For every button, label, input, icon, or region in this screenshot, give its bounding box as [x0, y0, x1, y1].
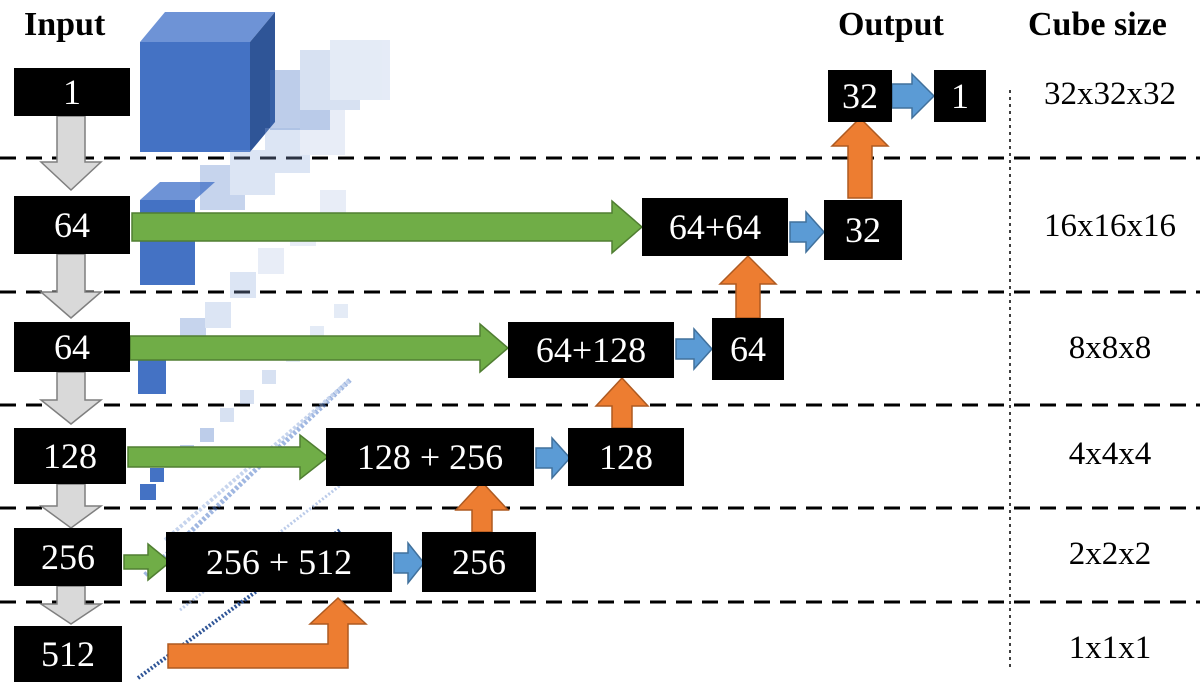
- down-arrow: [38, 483, 104, 529]
- decoder-box: 64: [712, 318, 784, 380]
- output-header: Output: [838, 6, 944, 43]
- down-arrow: [39, 115, 103, 192]
- conv-arrow: [393, 540, 425, 586]
- up-arrow: [454, 480, 510, 533]
- upsample-arrows: [167, 116, 890, 669]
- down-arrow: [38, 253, 104, 319]
- output-box: 1: [934, 70, 986, 122]
- cube-size-label: 2x2x2: [1068, 536, 1152, 572]
- output-input-box: 32: [828, 70, 892, 122]
- cube-16-ghosts: [200, 110, 345, 210]
- down-arrow: [38, 371, 104, 425]
- conv-arrow: [789, 210, 826, 254]
- down-arrow: [38, 585, 104, 625]
- decoder-box: 128: [568, 428, 684, 486]
- cube-size-label: 1x1x1: [1068, 630, 1152, 666]
- encoder-box: 256: [14, 528, 122, 586]
- cube-stacks: [136, 12, 390, 680]
- concat-box: 64+64: [642, 198, 788, 256]
- encoder-box: 128: [14, 428, 126, 484]
- conv-arrow: [675, 327, 714, 371]
- up-arrow: [718, 254, 778, 319]
- input-header: Input: [24, 6, 106, 43]
- encoder-box: 512: [14, 626, 122, 682]
- decoder-box: 32: [824, 200, 902, 260]
- concat-box: 128 + 256: [326, 428, 534, 486]
- encoder-box: 64: [14, 196, 130, 254]
- concat-box: 256 + 512: [166, 532, 392, 592]
- up-arrow: [594, 376, 650, 429]
- skip-arrows: [123, 199, 644, 582]
- conv-arrow: [535, 436, 572, 480]
- cube-size-label: 4x4x4: [1068, 436, 1152, 472]
- decoder-box: 256: [422, 532, 536, 592]
- encoder-box: 64: [14, 322, 130, 372]
- skip-arrow: [123, 542, 172, 582]
- downsample-arrows: [38, 115, 104, 625]
- up-arrow: [830, 116, 890, 199]
- cube-large-ghosts: [270, 40, 390, 130]
- skip-arrow: [129, 322, 510, 374]
- encoder-box: 1: [14, 68, 130, 116]
- cube-size-label: 8x8x8: [1068, 330, 1152, 366]
- cube-size-label: 16x16x16: [1044, 208, 1176, 244]
- conv-arrow: [891, 72, 936, 120]
- cube-size-label: 32x32x32: [1044, 76, 1176, 112]
- concat-box: 64+128: [508, 322, 674, 378]
- conv-arrows: [393, 72, 936, 586]
- cube-large: [140, 12, 275, 152]
- cube-4: [140, 468, 164, 500]
- skip-arrow: [127, 433, 330, 481]
- up-arrow: [167, 596, 368, 669]
- cube-size-header: Cube size: [1028, 6, 1167, 43]
- skip-arrow: [131, 199, 644, 255]
